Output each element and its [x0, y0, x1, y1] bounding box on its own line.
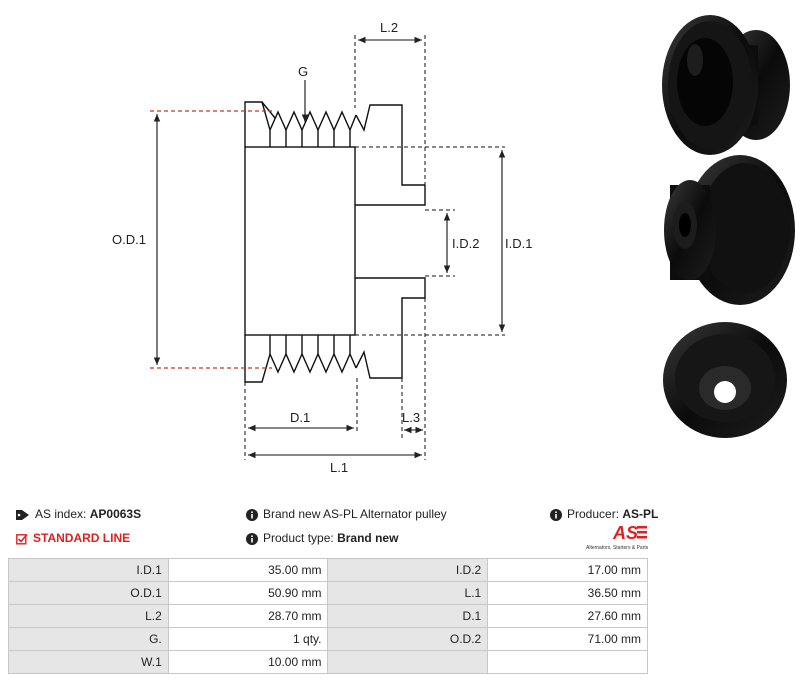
spec-key: I.D.2 — [327, 558, 489, 582]
spec-value: 36.50 mm — [487, 581, 648, 605]
producer: Producer: AS-PL — [550, 507, 658, 521]
spec-value — [487, 650, 648, 674]
spec-key: L.1 — [327, 581, 489, 605]
info-icon — [246, 508, 258, 521]
description-text: Brand new AS-PL Alternator pulley — [263, 507, 447, 521]
label-od1: O.D.1 — [112, 232, 146, 247]
pulley-side-photo — [662, 15, 790, 155]
pulley-dimension-diagram: G L.2 O.D.1 I.D.1 I.D.2 D.1 L.3 L.1 — [112, 20, 532, 475]
product-description: Brand new AS-PL Alternator pulley — [246, 507, 447, 521]
spec-value: 27.60 mm — [487, 604, 648, 628]
as-index-value: AP0063S — [89, 507, 142, 521]
label-g: G — [298, 64, 308, 79]
producer-value: AS-PL — [622, 507, 659, 521]
label-l2: L.2 — [380, 20, 398, 35]
product-type-value: Brand new — [337, 531, 399, 545]
svg-text:Alternators, Starters & Parts: Alternators, Starters & Parts — [586, 545, 649, 551]
info-icon — [246, 532, 258, 545]
spec-key: W.1 — [8, 650, 169, 674]
spec-value: 28.70 mm — [167, 604, 329, 628]
logo-mark: AS Alternators, Starters & Parts — [586, 523, 649, 551]
spec-key: O.D.1 — [8, 581, 169, 605]
spec-key — [327, 650, 489, 674]
spec-value: 50.90 mm — [167, 581, 329, 605]
as-pl-logo: AS Alternators, Starters & Parts — [585, 522, 650, 552]
spec-value: 17.00 mm — [487, 558, 648, 582]
pulley-front-photo — [663, 322, 787, 438]
label-id2: I.D.2 — [452, 236, 479, 251]
label-id1: I.D.1 — [505, 236, 532, 251]
spec-value: 10.00 mm — [167, 650, 329, 674]
spec-key: D.1 — [327, 604, 489, 628]
spec-value: 35.00 mm — [167, 558, 329, 582]
label-l3: L.3 — [402, 410, 420, 425]
standard-line: STANDARD LINE — [16, 531, 130, 545]
standard-line-text: STANDARD LINE — [33, 531, 131, 545]
tag-icon — [16, 509, 29, 520]
as-index: AS index: AP0063S — [16, 507, 141, 521]
label-l1: L.1 — [330, 460, 348, 475]
product-type: Product type: Brand new — [246, 531, 398, 545]
svg-text:AS: AS — [612, 523, 638, 543]
spec-value: 1 qty. — [167, 627, 329, 651]
info-icon — [550, 508, 562, 521]
label-d1: D.1 — [290, 410, 310, 425]
producer-label: Producer: — [567, 507, 620, 521]
product-photos — [662, 15, 795, 438]
spec-key: L.2 — [8, 604, 169, 628]
spec-key: G. — [8, 627, 169, 651]
product-type-label: Product type: — [263, 531, 334, 545]
spec-key: I.D.1 — [8, 558, 169, 582]
as-index-label: AS index: — [35, 507, 87, 521]
checkbox-icon — [16, 533, 28, 545]
spec-value: 71.00 mm — [487, 627, 648, 651]
pulley-angle-photo — [664, 155, 795, 305]
spec-key: O.D.2 — [327, 627, 489, 651]
